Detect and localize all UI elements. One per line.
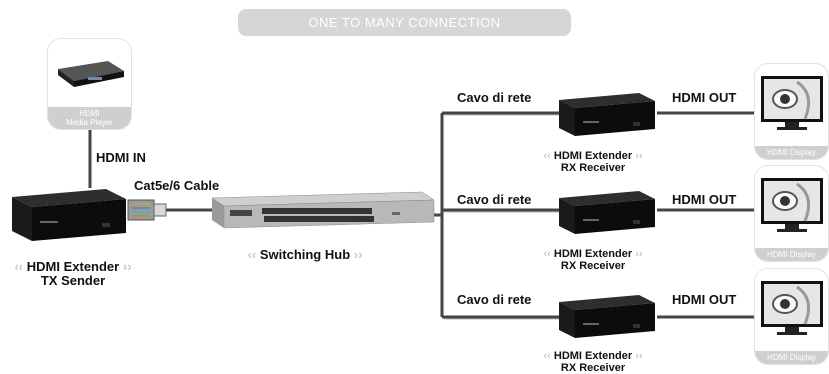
hdmi-display-icon [761, 76, 823, 130]
network-label-1: Cavo di rete [457, 90, 532, 105]
rx-receiver-device-icon-3 [559, 295, 655, 338]
tx-line1: HDMI Extender [26, 259, 120, 274]
cable-label: Cat5e/6 Cable [134, 178, 220, 193]
hdmi-in-label: HDMI IN [96, 150, 146, 165]
hdmi-display-card-3: HDMI Display [754, 268, 829, 365]
diagram-title-text: ONE TO MANY CONNECTION [308, 15, 501, 30]
rx-receiver-device-icon-2 [559, 191, 655, 234]
diagram-title: ONE TO MANY CONNECTION [238, 9, 571, 36]
hdmi-out-label-1: HDMI OUT [672, 90, 737, 105]
hdmi-display-card-1: HDMI Display [754, 63, 829, 160]
display-caption-2: HDMI Display [755, 248, 828, 261]
hdmi-display-card-2: HDMI Display [754, 165, 829, 262]
display-caption-1: HDMI Display [755, 146, 828, 159]
network-label-2: Cavo di rete [457, 192, 532, 207]
media-player-card: HDMI Media Player [47, 38, 132, 130]
rj45-connector-icon [127, 199, 167, 221]
network-label-3: Cavo di rete [457, 292, 532, 307]
tx-caption: ‹‹ HDMI Extender ›› TX Sender [10, 260, 136, 288]
switching-hub-icon [212, 191, 435, 229]
rx-receiver-device-icon-1 [559, 93, 655, 136]
hdmi-out-label-3: HDMI OUT [672, 292, 737, 307]
tx-sender-device-icon [12, 189, 126, 241]
media-player-icon [58, 61, 124, 87]
rx-caption-1: ‹‹ HDMI Extender ›› RX Receiver [543, 150, 643, 174]
media-player-caption: HDMI Media Player [48, 107, 131, 129]
hdmi-display-icon [761, 281, 823, 335]
rx-caption-2: ‹‹ HDMI Extender ›› RX Receiver [543, 248, 643, 272]
tx-line2: TX Sender [40, 273, 106, 288]
hdmi-out-label-2: HDMI OUT [672, 192, 737, 207]
hdmi-display-icon [761, 178, 823, 232]
hub-label: Switching Hub [259, 247, 351, 262]
rx-caption-3: ‹‹ HDMI Extender ›› RX Receiver [543, 350, 643, 374]
display-caption-3: HDMI Display [755, 351, 828, 364]
hub-caption: ‹‹ Switching Hub ›› [247, 247, 363, 262]
